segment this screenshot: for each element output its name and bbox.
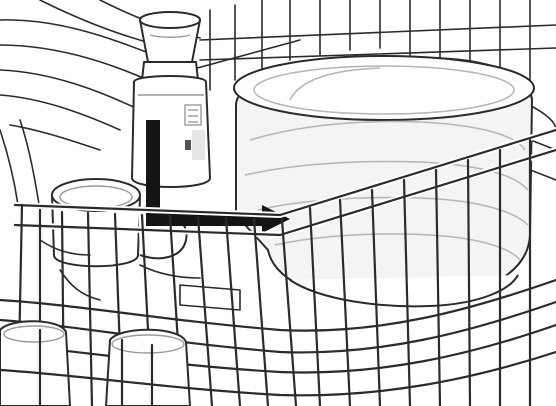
- rack-front-wires-foreground: [0, 330, 556, 406]
- lower-cups: [0, 321, 190, 406]
